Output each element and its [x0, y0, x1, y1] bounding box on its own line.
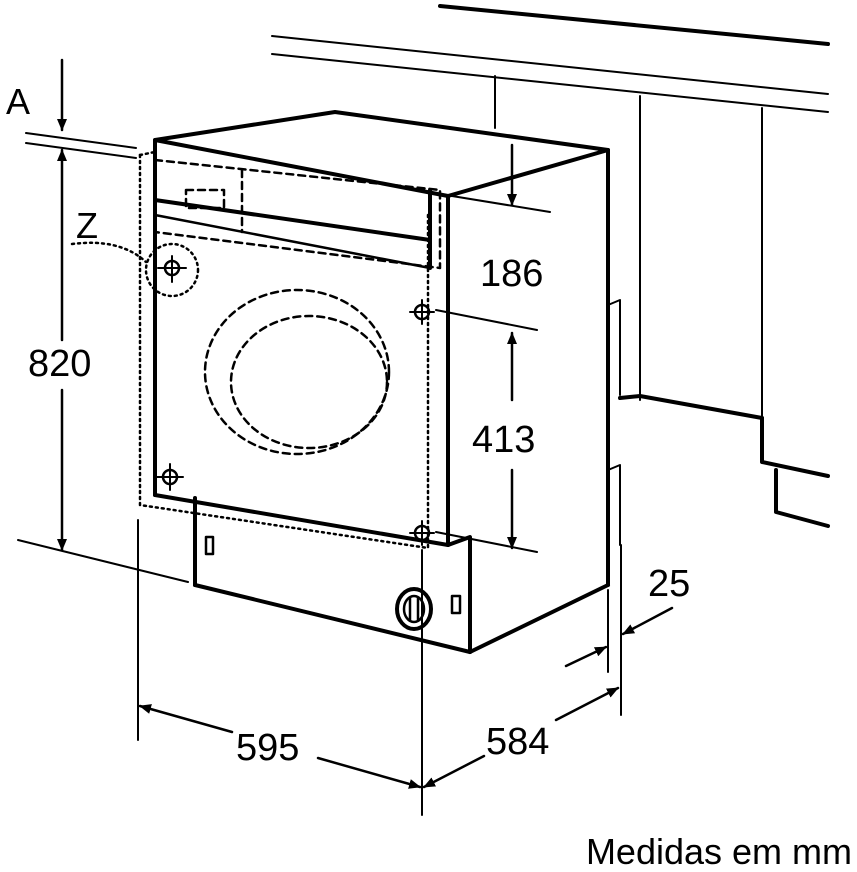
mark-a-label: A [6, 81, 30, 122]
hinge-top-right-icon [409, 299, 435, 325]
plinth-details [204, 535, 462, 631]
mark-z-label: Z [76, 205, 98, 246]
hinge-bottom-left-icon [156, 463, 184, 491]
dim-413-label: 413 [472, 419, 535, 461]
hinge-bottom-right-icon [409, 520, 435, 546]
cabinet-niche [271, 4, 830, 528]
units-note: Medidas em mm [586, 831, 852, 872]
dim-25-label: 25 [648, 563, 690, 605]
width-595-label: 595 [236, 727, 299, 769]
height-820-label: 820 [28, 343, 91, 385]
washing-machine-body [153, 110, 621, 654]
extension-lines [17, 132, 622, 816]
hinge-points [156, 255, 435, 546]
dim-186-label: 186 [480, 253, 543, 295]
adjustable-foot-icon [395, 587, 433, 631]
depth-584-label: 584 [486, 721, 549, 763]
door-panel-outline [153, 158, 442, 456]
detail-z-marker [70, 241, 200, 298]
door-dotted-outline [138, 150, 430, 550]
dimension-lines [57, 58, 674, 789]
hinge-top-left-icon [157, 255, 187, 283]
